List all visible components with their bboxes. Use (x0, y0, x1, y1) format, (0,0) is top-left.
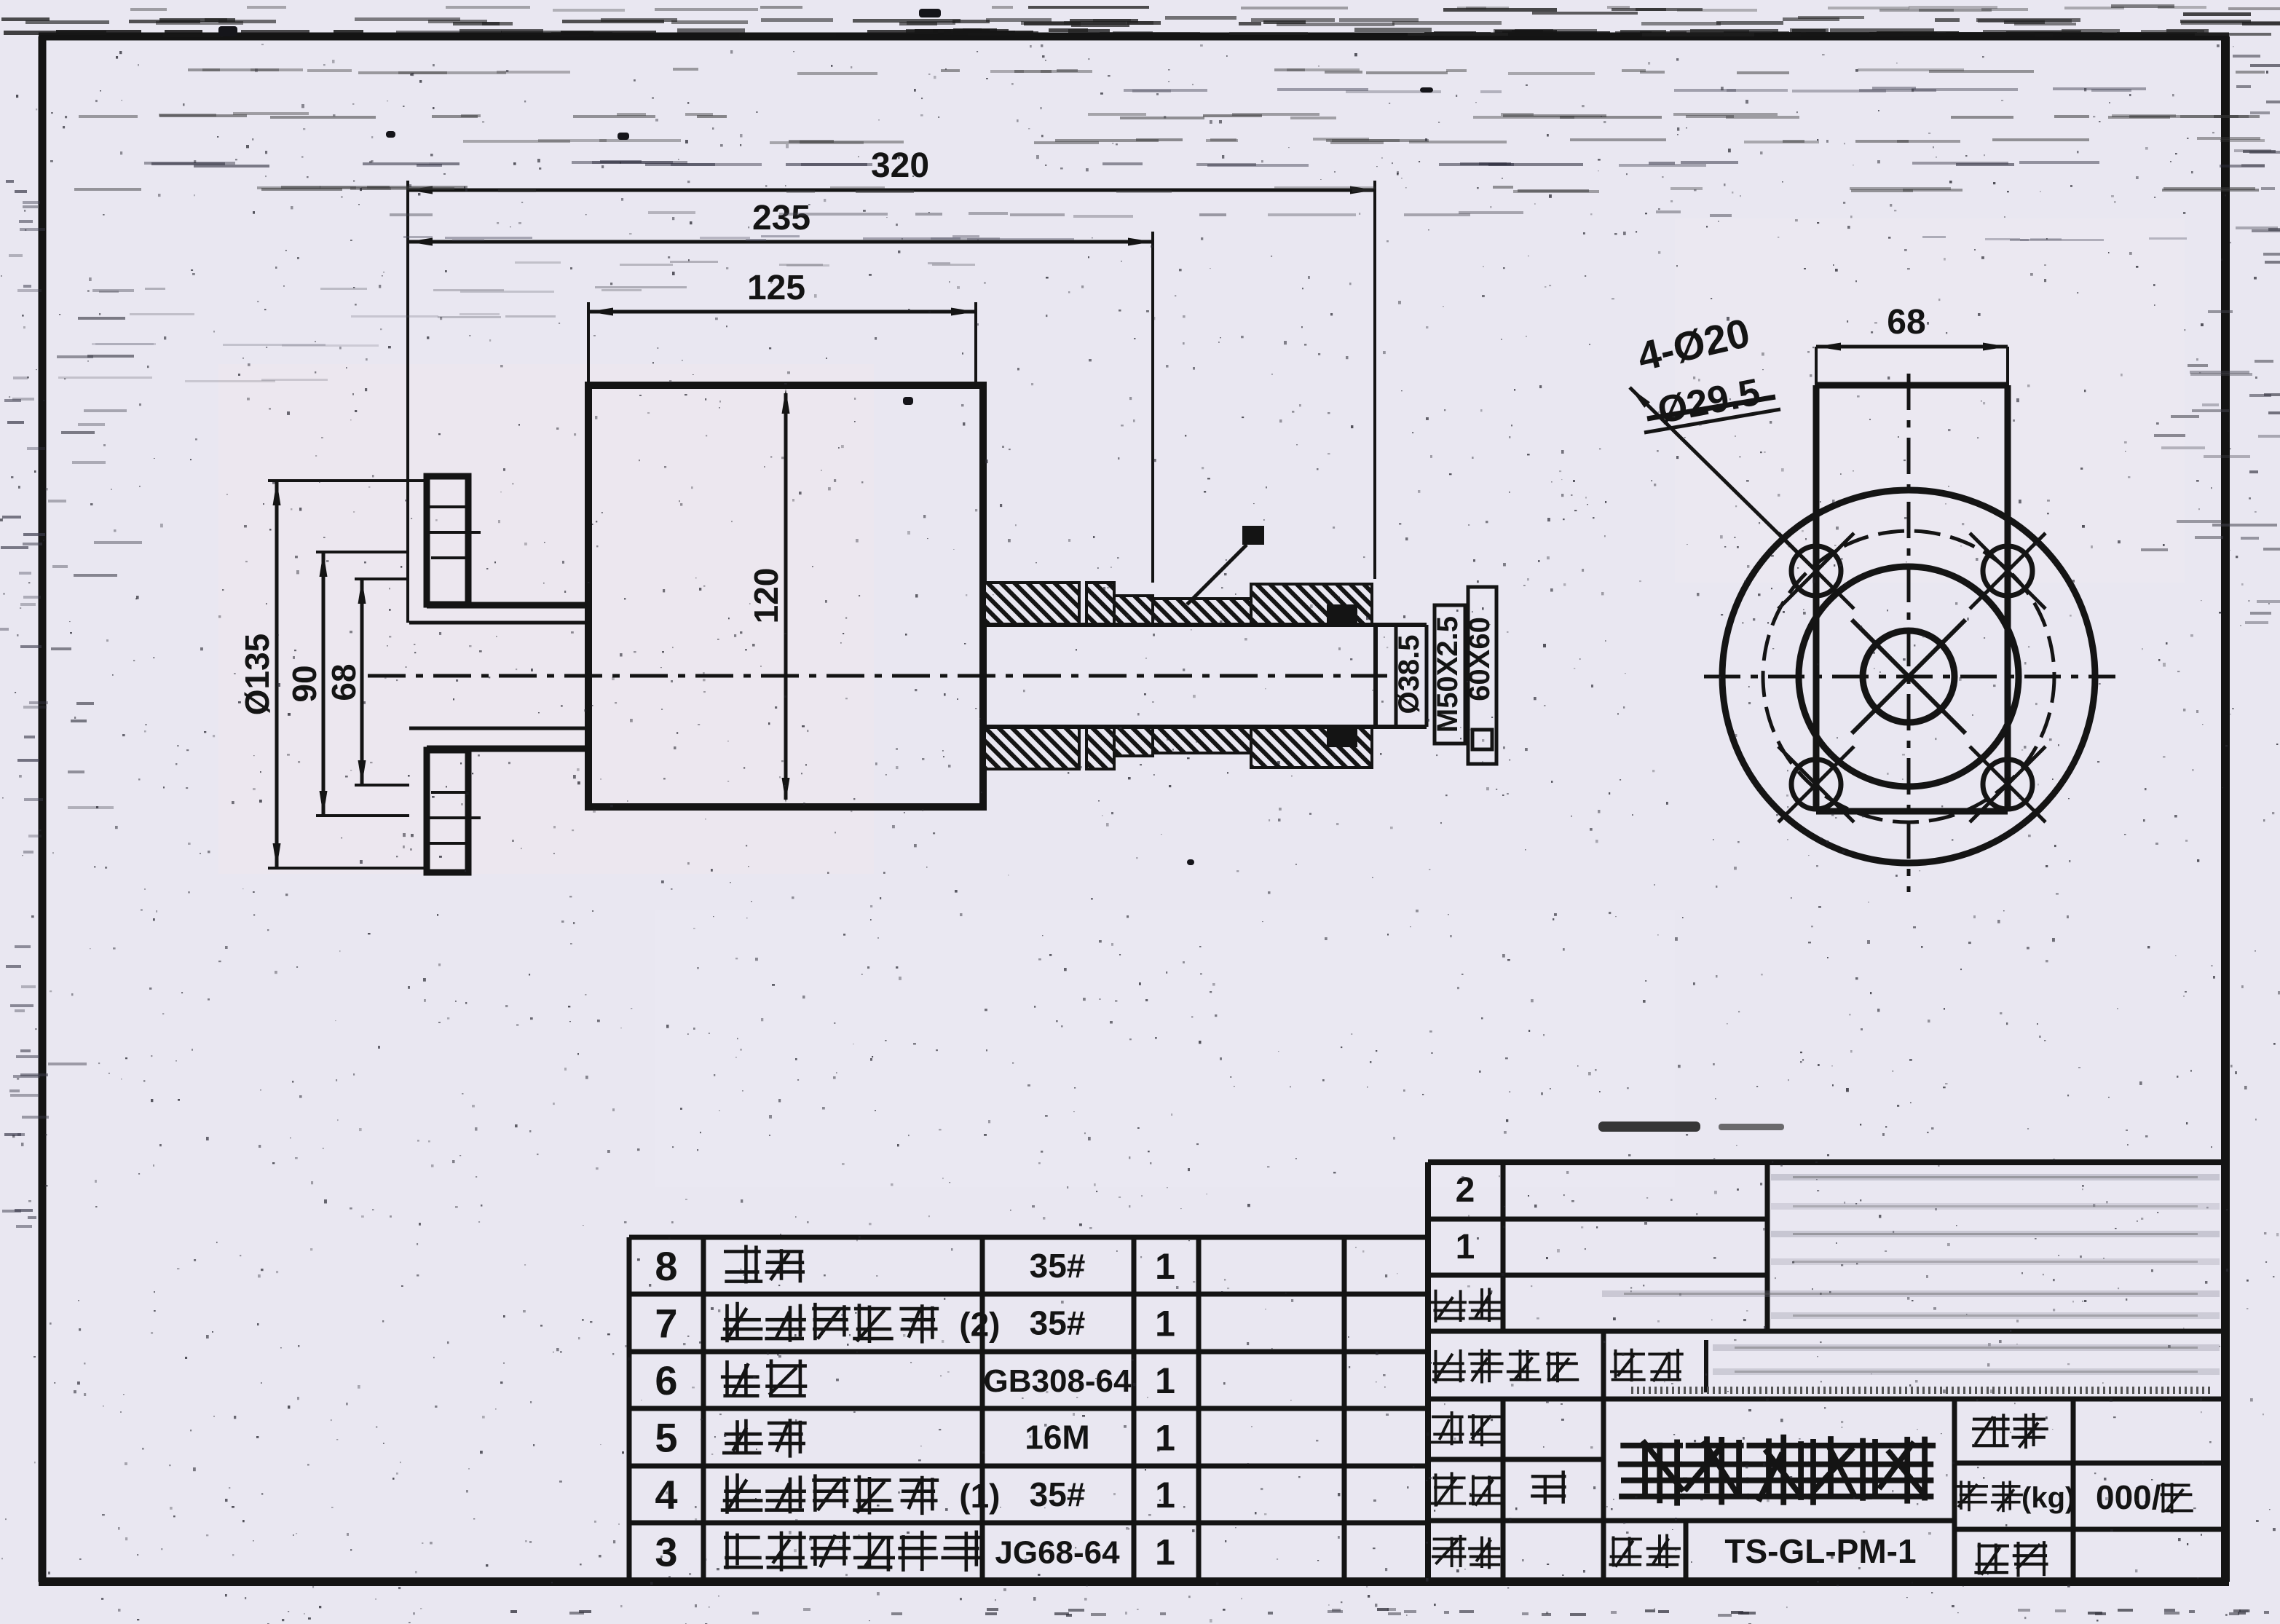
svg-text:235: 235 (752, 199, 810, 237)
svg-text:68: 68 (325, 663, 363, 701)
svg-text:Ø38.5: Ø38.5 (1393, 635, 1425, 714)
svg-text:120: 120 (747, 568, 785, 624)
svg-text:GB308-64: GB308-64 (983, 1363, 1132, 1399)
svg-text:1: 1 (1155, 1475, 1175, 1515)
svg-text:8: 8 (655, 1243, 677, 1289)
svg-text:JG68-64: JG68-64 (995, 1535, 1120, 1571)
svg-text:35#: 35# (1030, 1304, 1086, 1342)
svg-text:1: 1 (1155, 1360, 1175, 1401)
svg-text:68: 68 (1887, 303, 1925, 342)
svg-text:4: 4 (655, 1472, 677, 1518)
svg-text:35#: 35# (1030, 1475, 1086, 1513)
svg-text:35#: 35# (1030, 1247, 1086, 1285)
svg-text:1: 1 (1456, 1228, 1475, 1266)
svg-text:000/: 000/ (2096, 1478, 2161, 1516)
svg-text:TS-GL-PM-1: TS-GL-PM-1 (1724, 1532, 1916, 1570)
svg-text:125: 125 (747, 269, 805, 307)
svg-text:6: 6 (655, 1357, 677, 1403)
svg-text:1: 1 (1155, 1532, 1175, 1573)
svg-text:M50X2.5: M50X2.5 (1432, 616, 1464, 733)
svg-text:1: 1 (1155, 1418, 1175, 1459)
svg-text:90: 90 (285, 665, 323, 702)
svg-text:1: 1 (1155, 1246, 1175, 1287)
svg-text:(2): (2) (959, 1306, 1000, 1344)
svg-text:(1): (1) (959, 1477, 1000, 1515)
svg-text:7: 7 (655, 1301, 677, 1347)
svg-text:5: 5 (655, 1415, 677, 1461)
svg-text:320: 320 (871, 146, 929, 185)
svg-text:60X60: 60X60 (1464, 617, 1496, 701)
svg-text:Ø135: Ø135 (238, 634, 276, 716)
svg-text:16M: 16M (1025, 1419, 1089, 1457)
svg-text:3: 3 (655, 1529, 677, 1575)
svg-text:(kg): (kg) (2021, 1482, 2075, 1514)
svg-text:2: 2 (1456, 1171, 1475, 1210)
svg-text:1: 1 (1155, 1304, 1175, 1344)
